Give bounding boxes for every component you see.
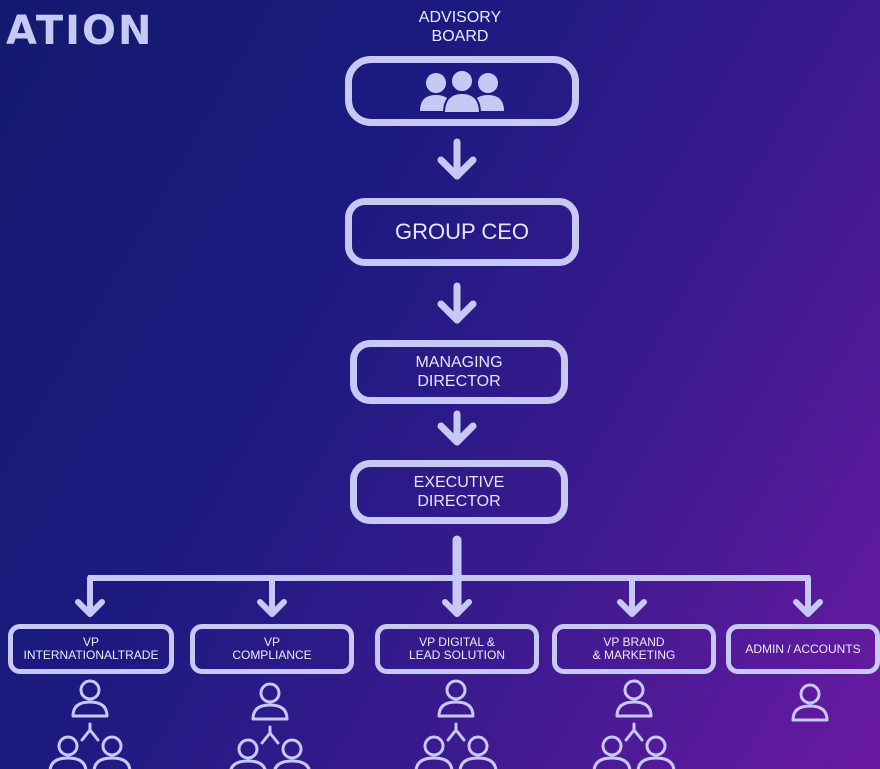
person-icon-5 (791, 683, 829, 722)
managing-director-box: MANAGING DIRECTOR (350, 340, 568, 404)
arrow-advisory-ceo (437, 138, 477, 180)
advisory-label-line2: BOARD (431, 28, 489, 45)
vp-box-brand-marketing: VP BRAND & MARKETING (552, 624, 716, 674)
team-icon-4 (592, 679, 676, 769)
vp1-line2: INTERNATIONALTRADE (23, 648, 159, 662)
branch-arrow-5 (793, 575, 823, 617)
vp-box-international-trade: VP INTERNATIONALTRADE (8, 624, 174, 674)
group-ceo-label: GROUP CEO (394, 219, 530, 244)
md-line1: MANAGING (415, 354, 503, 371)
vp2-line1: VP (263, 635, 280, 649)
team-icon-2 (229, 682, 311, 769)
vp2-line2: COMPLIANCE (232, 648, 312, 662)
advisory-board-box (345, 56, 579, 126)
branch-arrow-3 (442, 575, 472, 617)
branch-arrow-4 (617, 575, 647, 617)
branch-arrow-2 (257, 575, 287, 617)
vp-box-admin-accounts: ADMIN / ACCOUNTS (726, 624, 880, 674)
arrow-ceo-md (437, 282, 477, 324)
vp-box-compliance: VP COMPLIANCE (190, 624, 354, 674)
group-ceo-box: GROUP CEO (345, 198, 579, 266)
vp3-line1: VP DIGITAL & (419, 635, 495, 649)
vp4-line1: VP BRAND (603, 635, 665, 649)
advisory-label-line1: ADVISORY (418, 9, 502, 26)
people-group-icon (420, 69, 504, 113)
md-line2: DIRECTOR (417, 373, 501, 390)
team-icon-1 (48, 679, 132, 769)
ed-line2: DIRECTOR (417, 493, 501, 510)
vp-box-digital-lead: VP DIGITAL & LEAD SOLUTION (375, 624, 539, 674)
executive-director-box: EXECUTIVE DIRECTOR (350, 460, 568, 524)
vp4-line2: & MARKETING (592, 648, 676, 662)
ed-line1: EXECUTIVE (413, 474, 505, 491)
arrow-md-ed (437, 410, 477, 446)
vp5-line1: ADMIN / ACCOUNTS (745, 641, 861, 656)
vp1-line1: VP (82, 635, 99, 649)
vp3-line2: LEAD SOLUTION (408, 648, 506, 662)
team-icon-3 (414, 679, 498, 769)
page-heading: ATION (6, 8, 154, 54)
branch-arrow-1 (75, 575, 105, 617)
advisory-board-label: ADVISORY BOARD (380, 8, 540, 46)
